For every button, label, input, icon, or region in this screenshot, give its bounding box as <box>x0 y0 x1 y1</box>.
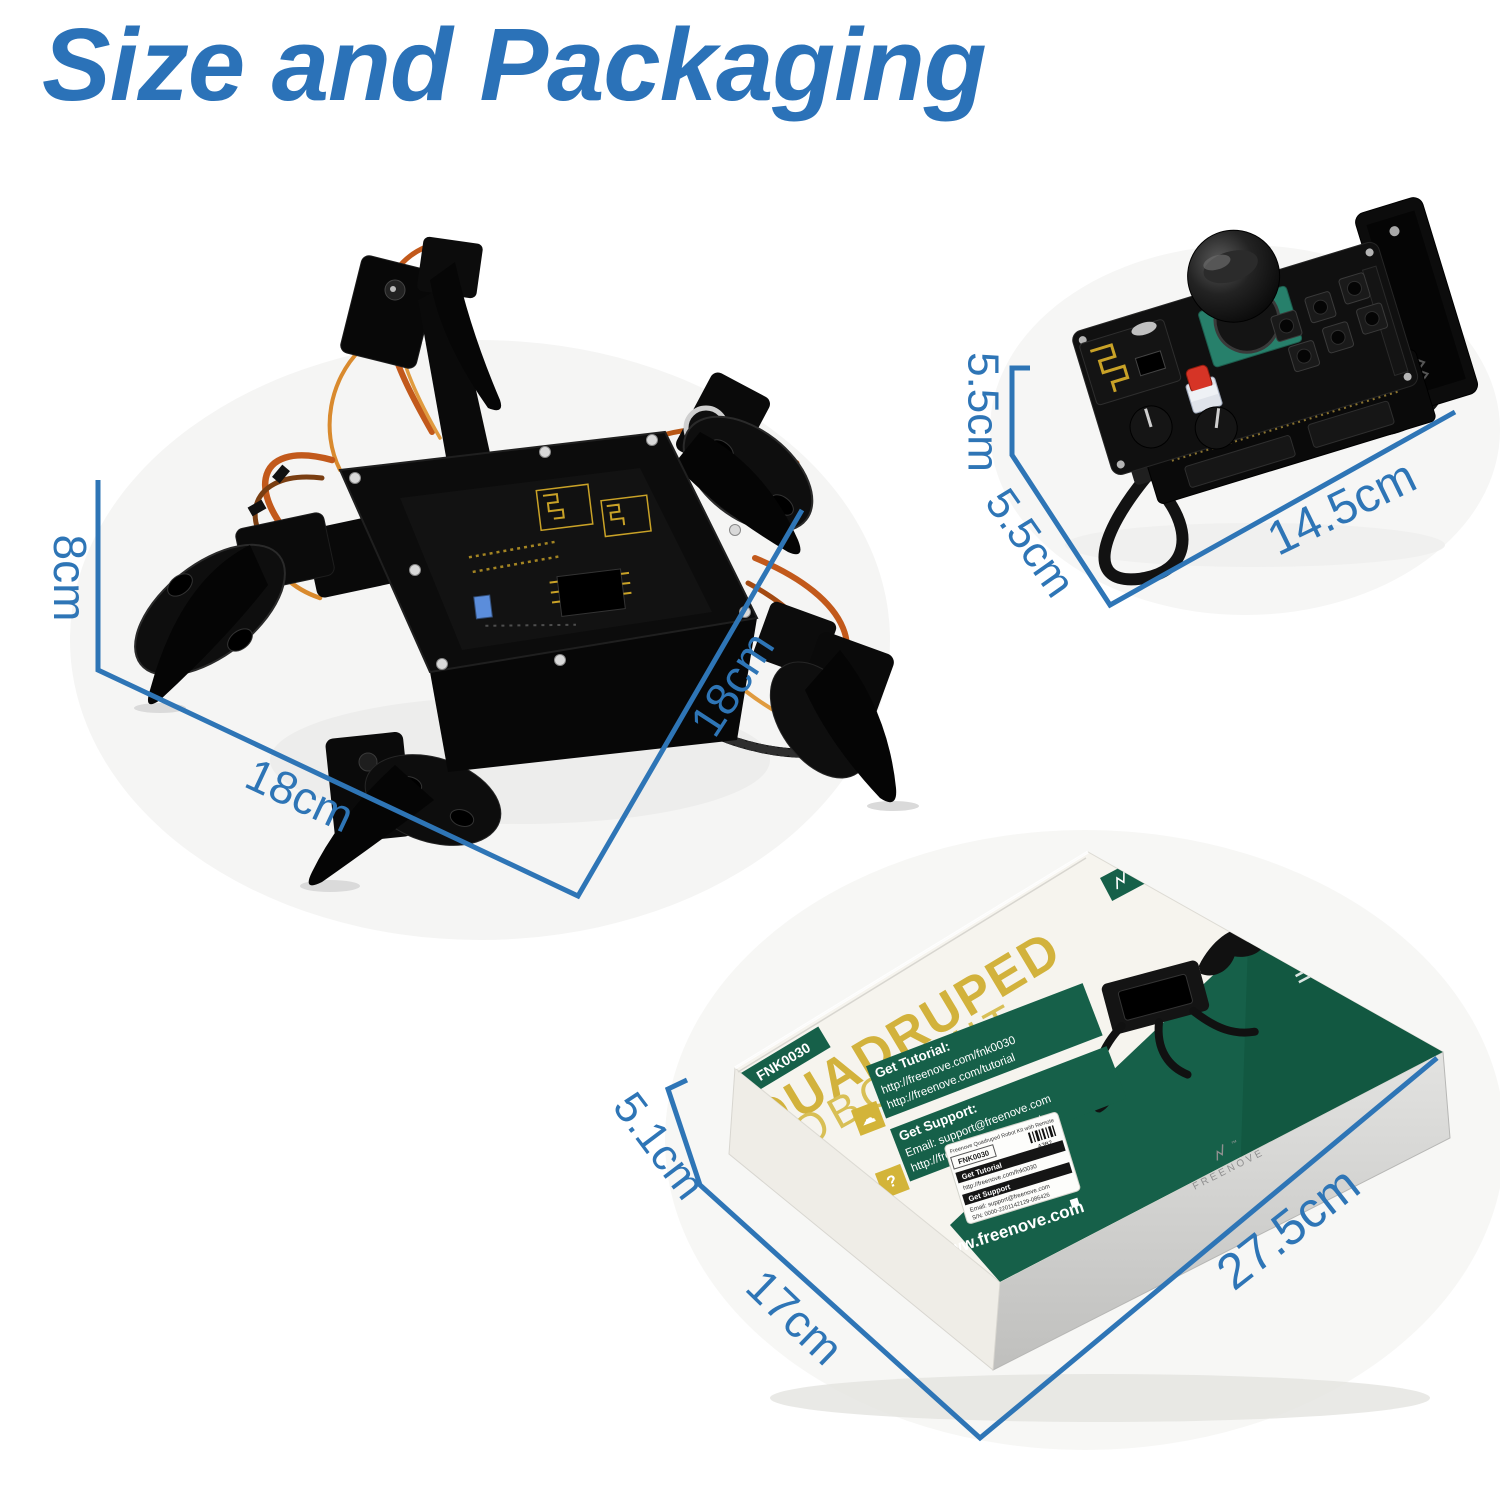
power-cable <box>1098 471 1189 586</box>
radio-module <box>1079 319 1182 406</box>
remote-photo <box>1065 197 1479 586</box>
robot-body <box>247 430 759 772</box>
red-button <box>1185 364 1223 414</box>
robot-height-label: 8cm <box>44 535 96 622</box>
remote-height-label: 5.5cm <box>959 352 1008 472</box>
potentiometer-knobs <box>1129 405 1238 450</box>
oscillator <box>1131 321 1157 336</box>
dimension-lines <box>95 365 1457 1442</box>
remote-dimension-line <box>1009 365 1457 609</box>
robot-left-leg <box>134 512 410 705</box>
joystick <box>1187 229 1303 368</box>
freenove-logo-icon <box>1116 869 1125 890</box>
side-trademark-symbol: ™ <box>1230 1139 1239 1148</box>
robot-photo <box>134 236 919 892</box>
box-photo: FREENOVE ™ FNK0030 <box>728 850 1451 1422</box>
robot-dimension-line <box>95 480 805 900</box>
box-dimension-line <box>664 1056 1439 1442</box>
page-title: Size and Packaging <box>42 7 987 122</box>
robot-right-leg <box>674 372 814 555</box>
robot-raised-leg <box>340 236 502 468</box>
freenove-side-logo-icon <box>1216 1144 1224 1161</box>
tact-buttons <box>1270 272 1389 373</box>
cloud-icon: ☁ <box>858 1108 878 1129</box>
robot-rear-right-leg <box>753 601 897 803</box>
robot-pcb-details <box>468 483 652 627</box>
barcode <box>1027 1125 1057 1144</box>
antenna-trace <box>1089 343 1130 393</box>
